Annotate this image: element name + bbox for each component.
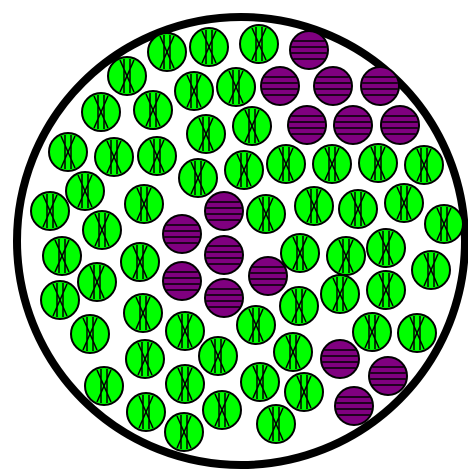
- purple-particle-body: [288, 106, 326, 144]
- green-particle: [121, 243, 159, 281]
- green-particle: [367, 229, 405, 267]
- purple-particle-body: [381, 106, 419, 144]
- green-particle: [339, 190, 377, 228]
- green-particle: [71, 315, 109, 353]
- green-particle: [321, 275, 359, 313]
- purple-particle: [314, 67, 352, 105]
- green-particle: [190, 28, 228, 66]
- green-particle: [127, 393, 165, 431]
- green-particle: [166, 312, 204, 350]
- green-particle: [247, 195, 285, 233]
- green-particle: [49, 133, 87, 171]
- green-particle: [83, 211, 121, 249]
- green-particle: [108, 57, 146, 95]
- green-particle: [240, 25, 278, 63]
- green-particle: [267, 145, 305, 183]
- green-particle: [237, 306, 275, 344]
- purple-particle-body: [321, 340, 359, 378]
- green-particle: [353, 313, 391, 351]
- green-particle: [281, 234, 319, 272]
- green-particle: [95, 138, 133, 176]
- green-particle: [313, 145, 351, 183]
- green-particle: [405, 146, 443, 184]
- green-particle: [148, 33, 186, 71]
- green-particle: [285, 373, 323, 411]
- purple-particle-body: [314, 67, 352, 105]
- purple-particle-body: [335, 387, 373, 425]
- purple-particle: [205, 192, 243, 230]
- green-particle: [31, 192, 69, 230]
- green-particle: [225, 151, 263, 189]
- purple-particle: [205, 279, 243, 317]
- purple-particle-body: [163, 215, 201, 253]
- green-particle: [280, 287, 318, 325]
- green-particle: [125, 185, 163, 223]
- purple-particle-body: [249, 257, 287, 295]
- green-particle: [165, 413, 203, 451]
- purple-particle-body: [334, 106, 372, 144]
- purple-particle: [334, 106, 372, 144]
- green-particle: [126, 340, 164, 378]
- green-particle: [41, 281, 79, 319]
- green-particle: [124, 294, 162, 332]
- green-particle: [425, 205, 463, 243]
- green-particle: [385, 184, 423, 222]
- green-particle: [66, 172, 104, 210]
- purple-particle-body: [290, 31, 328, 69]
- green-particle: [257, 405, 295, 443]
- green-particle: [398, 314, 436, 352]
- green-particle: [233, 107, 271, 145]
- purple-particle-body: [205, 236, 243, 274]
- green-particle: [295, 187, 333, 225]
- green-particle: [138, 137, 176, 175]
- green-particle: [82, 93, 120, 131]
- purple-particle: [249, 257, 287, 295]
- purple-particle-body: [163, 262, 201, 300]
- green-particle: [85, 367, 123, 405]
- purple-particle: [163, 262, 201, 300]
- green-particle: [199, 337, 237, 375]
- purple-particle: [261, 67, 299, 105]
- green-particle: [179, 159, 217, 197]
- green-particle: [274, 333, 312, 371]
- purple-particle: [361, 67, 399, 105]
- green-particle: [241, 363, 279, 401]
- green-particle: [412, 251, 450, 289]
- purple-particle: [321, 340, 359, 378]
- purple-particle: [381, 106, 419, 144]
- green-particle: [327, 237, 365, 275]
- purple-particle: [205, 236, 243, 274]
- green-particle: [203, 391, 241, 429]
- purple-particle-body: [361, 67, 399, 105]
- purple-particle: [369, 357, 407, 395]
- green-particle: [134, 91, 172, 129]
- green-particle: [175, 72, 213, 110]
- green-particle: [187, 115, 225, 153]
- purple-particle-body: [205, 192, 243, 230]
- purple-particle: [335, 387, 373, 425]
- green-particle: [78, 263, 116, 301]
- green-particle: [367, 271, 405, 309]
- purple-particle: [163, 215, 201, 253]
- purple-particle-body: [205, 279, 243, 317]
- purple-particle-body: [369, 357, 407, 395]
- green-particle: [166, 365, 204, 403]
- green-particle: [43, 237, 81, 275]
- green-particle: [217, 68, 255, 106]
- purple-particle: [288, 106, 326, 144]
- purple-particle-body: [261, 67, 299, 105]
- green-particle: [359, 144, 397, 182]
- purple-particle: [290, 31, 328, 69]
